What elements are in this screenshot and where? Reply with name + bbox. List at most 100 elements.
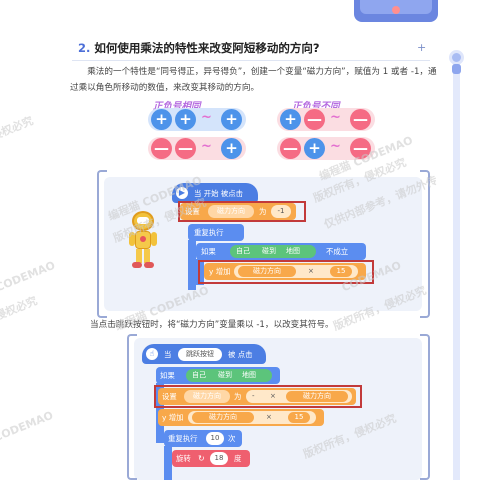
map-label: 地图 [242,371,256,379]
plus-circle-icon: + [280,109,301,130]
flag-icon: ▶ [174,185,190,201]
touch-condition[interactable]: 自己 碰到 地图 [230,245,316,258]
rule-row-plus-minus: + — ~ — [277,108,375,131]
variable-dropdown[interactable]: 磁力方向 [208,205,254,218]
multiply-sign: × [308,267,314,275]
variable-dropdown-2[interactable]: 磁力方向 [184,390,230,403]
caption-text: 当点击跳跃按钮时，将“磁力方向”变量乘以 -1，以改变其符号。 [90,320,334,330]
diff-sign-label: 正负号不同 [292,101,340,112]
hand-pointer-icon: ☝ [144,346,160,362]
if-arm [196,259,204,285]
scroll-knob[interactable] [449,50,464,65]
rule-row-plus-plus: + + ~ + [148,108,246,131]
variable-reporter[interactable]: 磁力方向 [238,266,296,277]
multiply-expression-3[interactable]: 磁力方向 × 15 [188,411,316,424]
arrow-icon: ~ [201,110,212,125]
repeat-arm [188,240,196,290]
minus-circle-icon: — [175,138,196,159]
section-number: 2. [78,41,91,55]
self-label: 自己 [192,371,206,379]
event-start-block[interactable]: ▶ 当 开始 被点击 [172,183,258,203]
if-block-2[interactable]: 如果 自己 碰到 地图 [156,367,280,384]
highlight-box [198,260,374,284]
set-label: 设置 [162,392,177,401]
y-increase-label: y 增加 [209,267,231,276]
repeat-times-block[interactable]: 重复执行 10 次 [164,430,242,447]
plus-circle-icon: + [151,109,172,130]
minus-circle-icon: — [151,138,172,159]
panel-bracket-left [97,170,107,318]
watermark: CODEMAO [0,408,56,445]
if-block[interactable]: 如果 自己 碰到 地图 不成立 [196,243,366,260]
minus-value[interactable]: - [252,392,255,400]
title-divider [72,60,430,61]
set-variable-block[interactable]: 设置 磁力方向 为 -1 [180,203,296,220]
header-tab-decoration [354,0,438,22]
minus-circle-icon: — [350,138,371,159]
watermark: 侵权必究 [0,114,36,143]
set-label: 设置 [185,207,200,216]
panel-bracket-right [420,170,430,318]
touch-label: 碰到 [218,371,232,379]
repeat-count-input[interactable]: 10 [206,432,224,445]
multiply-expression-2[interactable]: - × 磁力方向 [246,390,352,403]
variable-reporter-3[interactable]: 磁力方向 [192,412,254,423]
plus-circle-icon: + [221,109,242,130]
repeat-arm-2 [164,446,172,480]
rotate-block[interactable]: 旋转 ↻ 18 度 [172,450,250,467]
rotate-value-input[interactable]: 18 [210,452,228,465]
if-label: 如果 [160,371,175,380]
same-sign-label: 正负号相同 [153,101,201,112]
minus-circle-icon: — [350,109,371,130]
arrow-icon: ~ [330,110,341,125]
highlight-box [178,201,306,222]
repeat-label: 重复执行 [168,434,198,443]
event-start-label: 当 开始 被点击 [194,189,244,198]
rotate-unit: 度 [234,454,242,463]
rule-row-minus-plus: — + ~ — [277,137,375,160]
multiply-sign: × [270,392,276,400]
to-label: 为 [259,207,267,216]
scroll-rail[interactable] [453,58,460,480]
multiply-value[interactable]: 15 [288,412,310,423]
intro-paragraph: 乘法的一个特性是“同号得正，异号得负”，创建一个变量“磁力方向”，赋值为 1 或… [70,67,437,93]
touch-condition-2[interactable]: 自己 碰到 地图 [186,369,272,382]
minus-circle-icon: — [280,138,301,159]
rotate-label: 旋转 [176,454,191,463]
panel-bracket-right [420,334,430,480]
y-increase-block[interactable]: y 增加 磁力方向 × 15 [204,263,366,280]
y-increase-label: y 增加 [162,413,184,422]
arrow-icon: ~ [330,139,341,154]
button-dropdown[interactable]: 跳跃按钮 [178,348,222,361]
plus-icon: + [417,41,427,54]
repeat-unit: 次 [228,434,236,443]
robot-character [128,211,158,269]
y-increase-block-2[interactable]: y 增加 磁力方向 × 15 [158,409,324,426]
arrow-icon: ~ [201,139,212,154]
repeat-label: 重复执行 [194,228,224,237]
plus-circle-icon: + [175,109,196,130]
if-label: 如果 [201,247,216,256]
value-input[interactable]: -1 [271,205,291,218]
watermark: 侵权必究 [0,294,40,323]
multiply-expression[interactable]: 磁力方向 × 15 [234,265,358,278]
clicked-label: 被 点击 [228,350,253,359]
multiply-sign: × [266,413,272,421]
plus-circle-icon: + [304,138,325,159]
self-label: 自己 [236,247,250,255]
event-button-clicked-block[interactable]: ☝ 当 跳跃按钮 被 点击 [142,344,266,364]
rule-row-minus-minus: — — ~ + [148,137,246,160]
variable-reporter-2[interactable]: 磁力方向 [286,391,348,402]
panel-bracket-left [127,334,137,480]
section-title: 2. 如何使用乘法的特性来改变阿短移动的方向? [78,40,320,56]
when-label: 当 [164,350,172,359]
multiply-value[interactable]: 15 [330,266,352,277]
set-variable-block-2[interactable]: 设置 磁力方向 为 - × 磁力方向 [158,388,356,405]
scroll-thumb[interactable] [452,64,461,74]
plus-circle-icon: + [221,138,242,159]
tab-dot-icon [392,6,400,14]
rotate-icon: ↻ [198,454,205,463]
map-label: 地图 [286,247,300,255]
watermark: CODEMAO [0,258,58,295]
repeat-forever-block[interactable]: 重复执行 [188,224,244,241]
